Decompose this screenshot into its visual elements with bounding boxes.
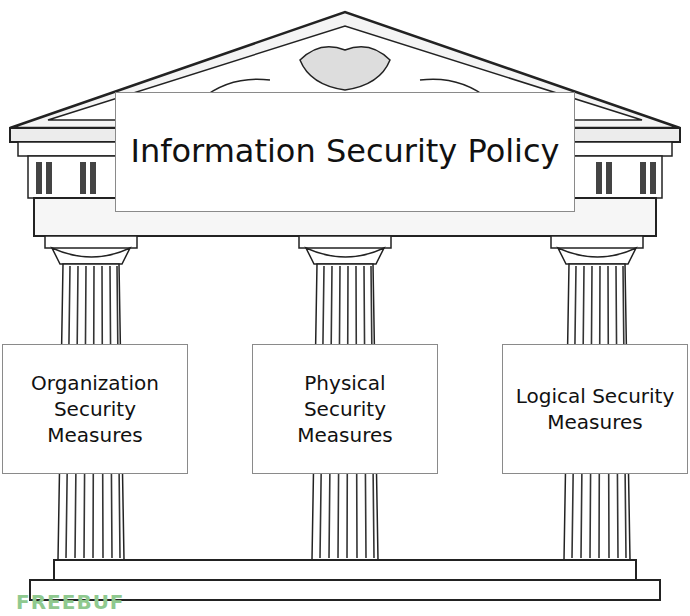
box-label: Information Security Policy — [130, 131, 559, 173]
box-label: Organization Security Measures — [13, 370, 177, 448]
watermark: FREEBUF — [16, 590, 125, 614]
measure-box: Physical Security Measures — [252, 344, 438, 474]
box-label: Logical Security Measures — [513, 383, 677, 435]
box-label: Physical Security Measures — [263, 370, 427, 448]
measure-box: Organization Security Measures — [2, 344, 188, 474]
measure-box: Logical Security Measures — [502, 344, 688, 474]
policy-box: Information Security Policy — [115, 92, 575, 212]
